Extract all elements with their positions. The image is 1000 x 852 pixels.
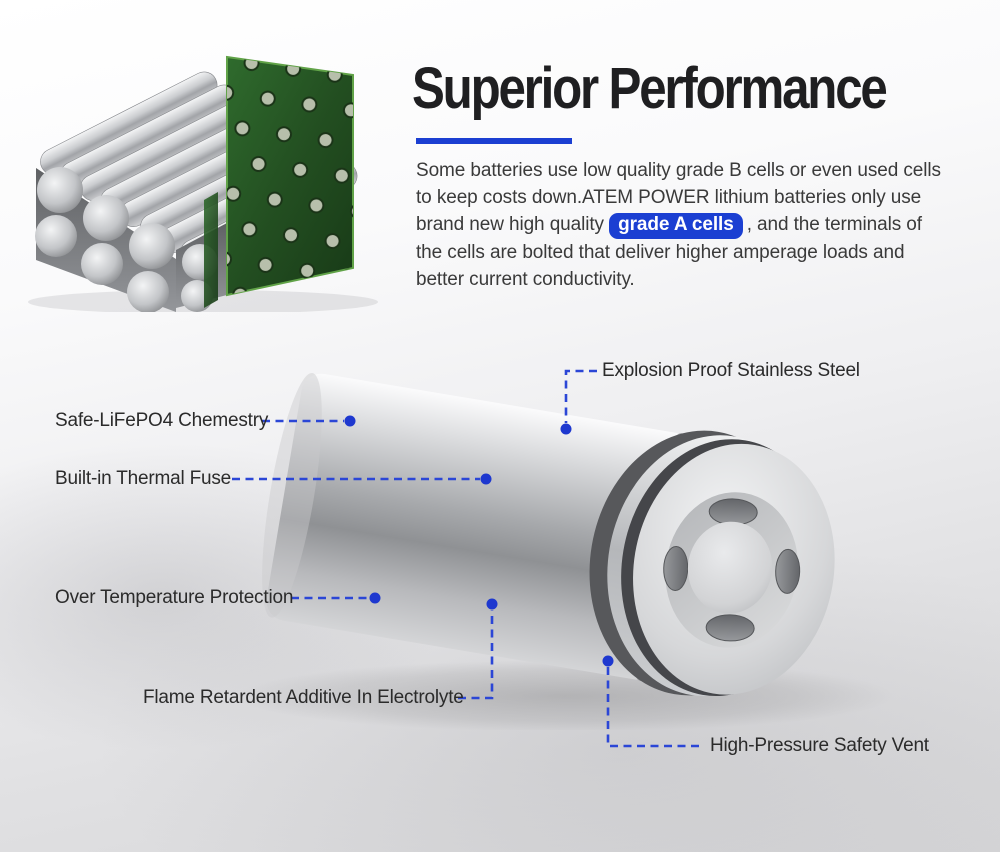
pack-front-face bbox=[176, 192, 227, 312]
title-underline-accent bbox=[416, 138, 572, 144]
vent-slots bbox=[663, 498, 801, 642]
battery-pack-image bbox=[28, 55, 378, 312]
pack-floor-shadow bbox=[28, 290, 378, 312]
grade-a-cells-badge: grade A cells bbox=[609, 213, 743, 239]
callout-dot-explosion-proof bbox=[560, 423, 572, 435]
callout-label-thermal-fuse: Built-in Thermal Fuse bbox=[55, 468, 232, 489]
cap-center-dome bbox=[687, 521, 773, 614]
callout-dot-thermal-fuse bbox=[480, 473, 492, 485]
description-part1: Some batteries use low quality grade B c… bbox=[416, 160, 941, 235]
cell-body bbox=[262, 372, 693, 681]
callout-label-lifepo4-chemistry: Safe-LiFePO4 Chemestry bbox=[55, 410, 269, 431]
callout-label-explosion-proof: Explosion Proof Stainless Steel bbox=[602, 360, 860, 381]
callout-label-over-temperature: Over Temperature Protection bbox=[55, 587, 294, 608]
pack-cell-ends bbox=[35, 167, 176, 312]
page-title: Superior Performance bbox=[412, 55, 888, 121]
callout-label-safety-vent: High-Pressure Safety Vent bbox=[710, 735, 929, 756]
battery-cell-image bbox=[235, 372, 895, 730]
callout-line-safety-vent bbox=[606, 667, 699, 748]
pack-cells bbox=[40, 71, 358, 266]
callout-dot-flame-retardant bbox=[486, 598, 498, 610]
callout-dot-lifepo4-chemistry bbox=[344, 415, 356, 427]
callout-line-explosion-proof bbox=[564, 369, 597, 423]
callout-dot-safety-vent bbox=[602, 655, 614, 667]
pack-plate bbox=[226, 55, 354, 297]
callout-label-flame-retardant: Flame Retardent Additive In Electrolyte bbox=[143, 687, 464, 708]
description-part2: , and the terminals of the cells are bol… bbox=[416, 214, 922, 290]
description-text: Some batteries use low quality grade B c… bbox=[416, 157, 944, 293]
callout-dot-over-temperature bbox=[369, 592, 381, 604]
cell-cap bbox=[589, 430, 835, 696]
callout-line-flame-retardant bbox=[458, 610, 494, 700]
